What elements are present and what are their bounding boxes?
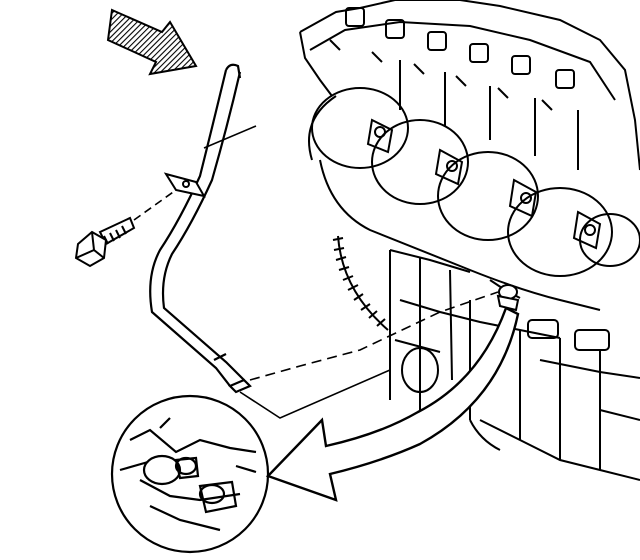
alignment-lines	[133, 125, 499, 419]
flywheel	[332, 235, 389, 331]
tube-mounting-bracket	[163, 172, 206, 198]
engine-block	[299, 0, 640, 481]
tube-seal-bore	[496, 284, 520, 312]
callout-arrow	[265, 306, 520, 502]
tube-bolt	[74, 216, 136, 268]
detail-view-circle	[110, 394, 270, 554]
direction-arrow	[106, 8, 198, 76]
oil-level-indicator-tube	[149, 63, 252, 394]
